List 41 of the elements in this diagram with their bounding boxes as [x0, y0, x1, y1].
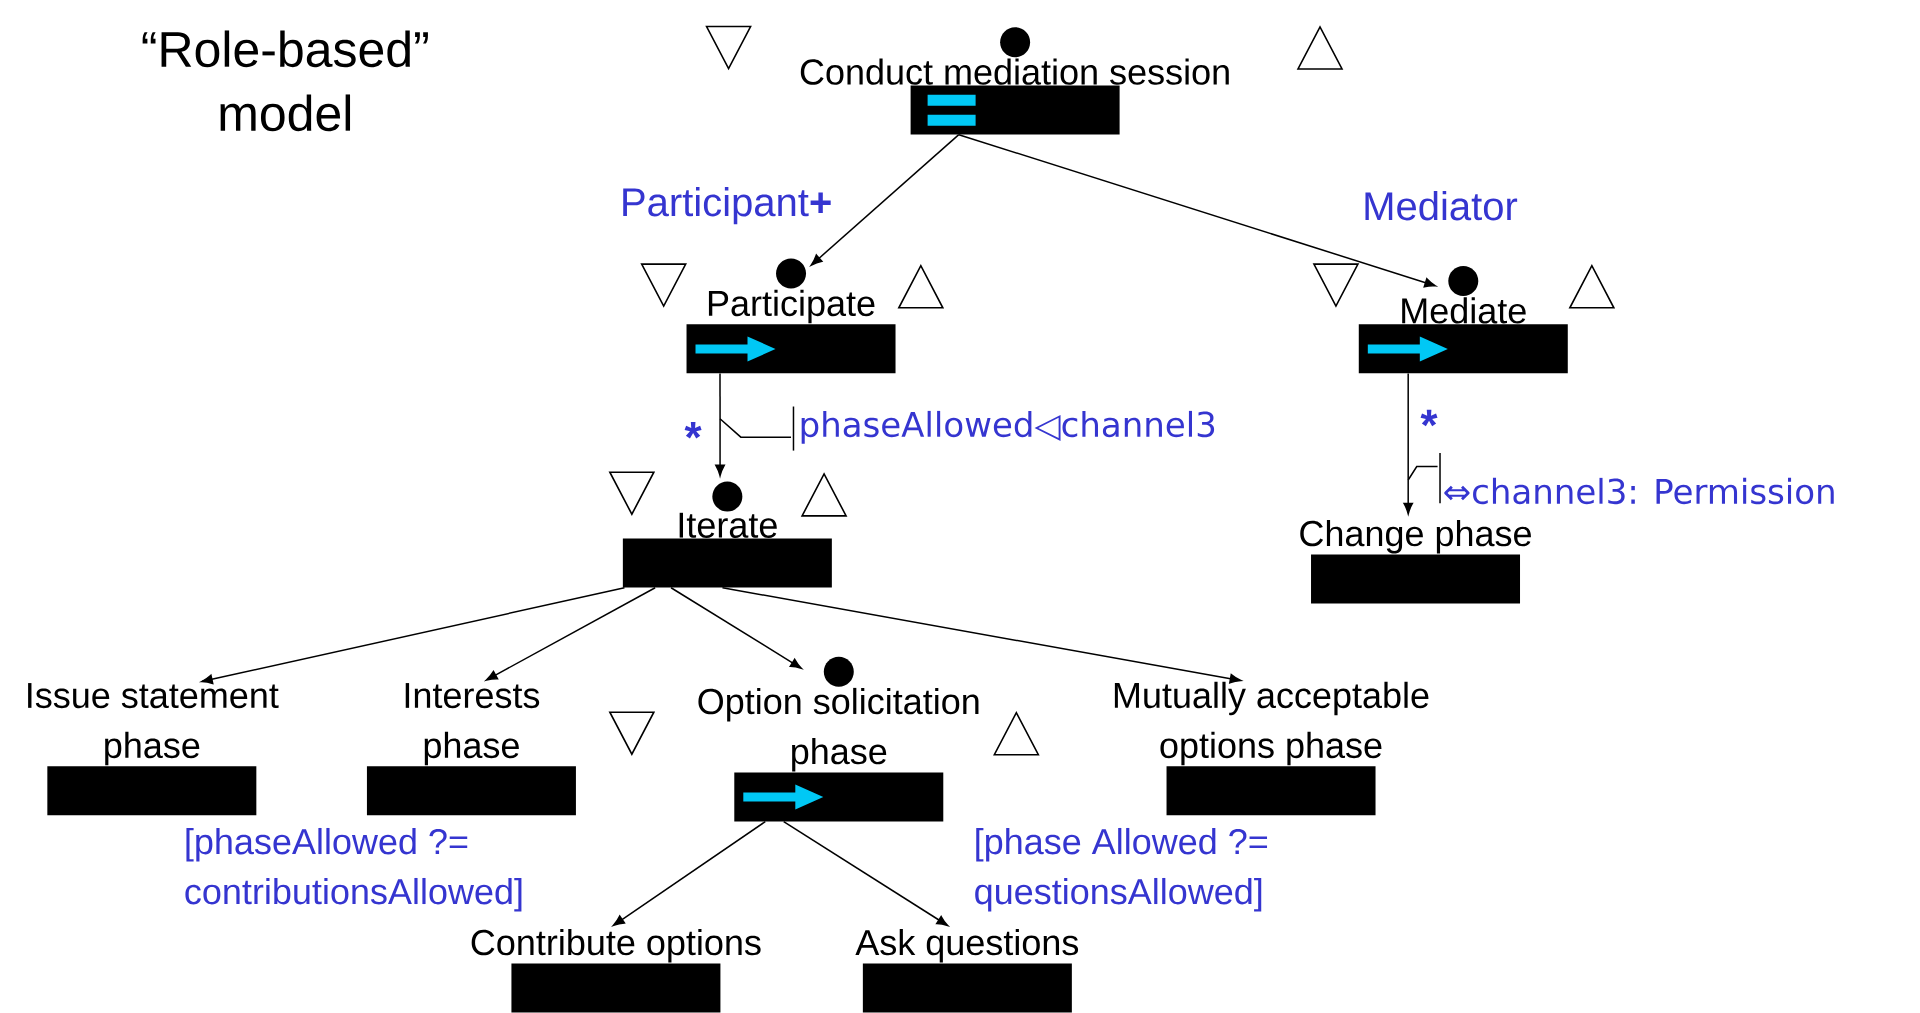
node-label: Contribute options	[471, 928, 761, 963]
node-label: Option solicitation phase	[698, 687, 979, 772]
task-box: Issue statement phase	[28, 683, 279, 816]
task-box: Interests phase	[366, 683, 576, 816]
node-label: Change phase	[1300, 519, 1531, 554]
arrow	[958, 133, 1437, 288]
task-box: Contribute options	[471, 928, 761, 1013]
arrow	[201, 587, 626, 685]
task-box: Ask questions	[855, 928, 1079, 1013]
task-box: Change phase	[1300, 519, 1531, 604]
task-box: Participate	[686, 289, 896, 374]
edge-label: [phase Allowed ?= questionsAllowed]	[975, 827, 1268, 912]
multiplicity-mark: *	[1420, 409, 1438, 427]
task-box: Conduct mediation session	[800, 58, 1229, 135]
task-box: Mediate	[1358, 297, 1568, 374]
node-label: Ask questions	[855, 928, 1079, 963]
task-box: Iterate	[622, 512, 832, 588]
node-label: Interests phase	[405, 683, 540, 766]
node-label: Conduct mediation session	[800, 58, 1229, 85]
arrow	[612, 820, 767, 927]
edge-label: Participant+	[623, 187, 831, 225]
edge-label: [phaseAllowed ?= contributionsAllowed]	[185, 827, 522, 912]
arrow	[485, 587, 656, 681]
arrow	[670, 587, 802, 669]
annotation-label: ⇔channel3: Permission	[1444, 477, 1834, 505]
node-label: Participate	[708, 289, 875, 324]
node-label: Mediate	[1402, 297, 1526, 324]
arrow	[1403, 372, 1414, 515]
annotation-label: phaseAllowed◁channel3	[801, 410, 1215, 444]
arrow	[810, 133, 960, 266]
arrow	[782, 820, 949, 927]
title: “Role-based” model	[142, 30, 428, 132]
node-label: Iterate	[679, 512, 777, 538]
node-label: Issue statement phase	[28, 683, 279, 766]
arrow	[715, 372, 725, 477]
multiplicity-mark: *	[684, 422, 702, 439]
arrow	[721, 587, 1242, 684]
task-box: Mutually acceptable options phase	[1114, 681, 1429, 816]
task-box: Option solicitation phase	[698, 687, 979, 822]
node-label: Mutually acceptable options phase	[1114, 681, 1429, 766]
edge-label: Mediator	[1365, 191, 1518, 221]
